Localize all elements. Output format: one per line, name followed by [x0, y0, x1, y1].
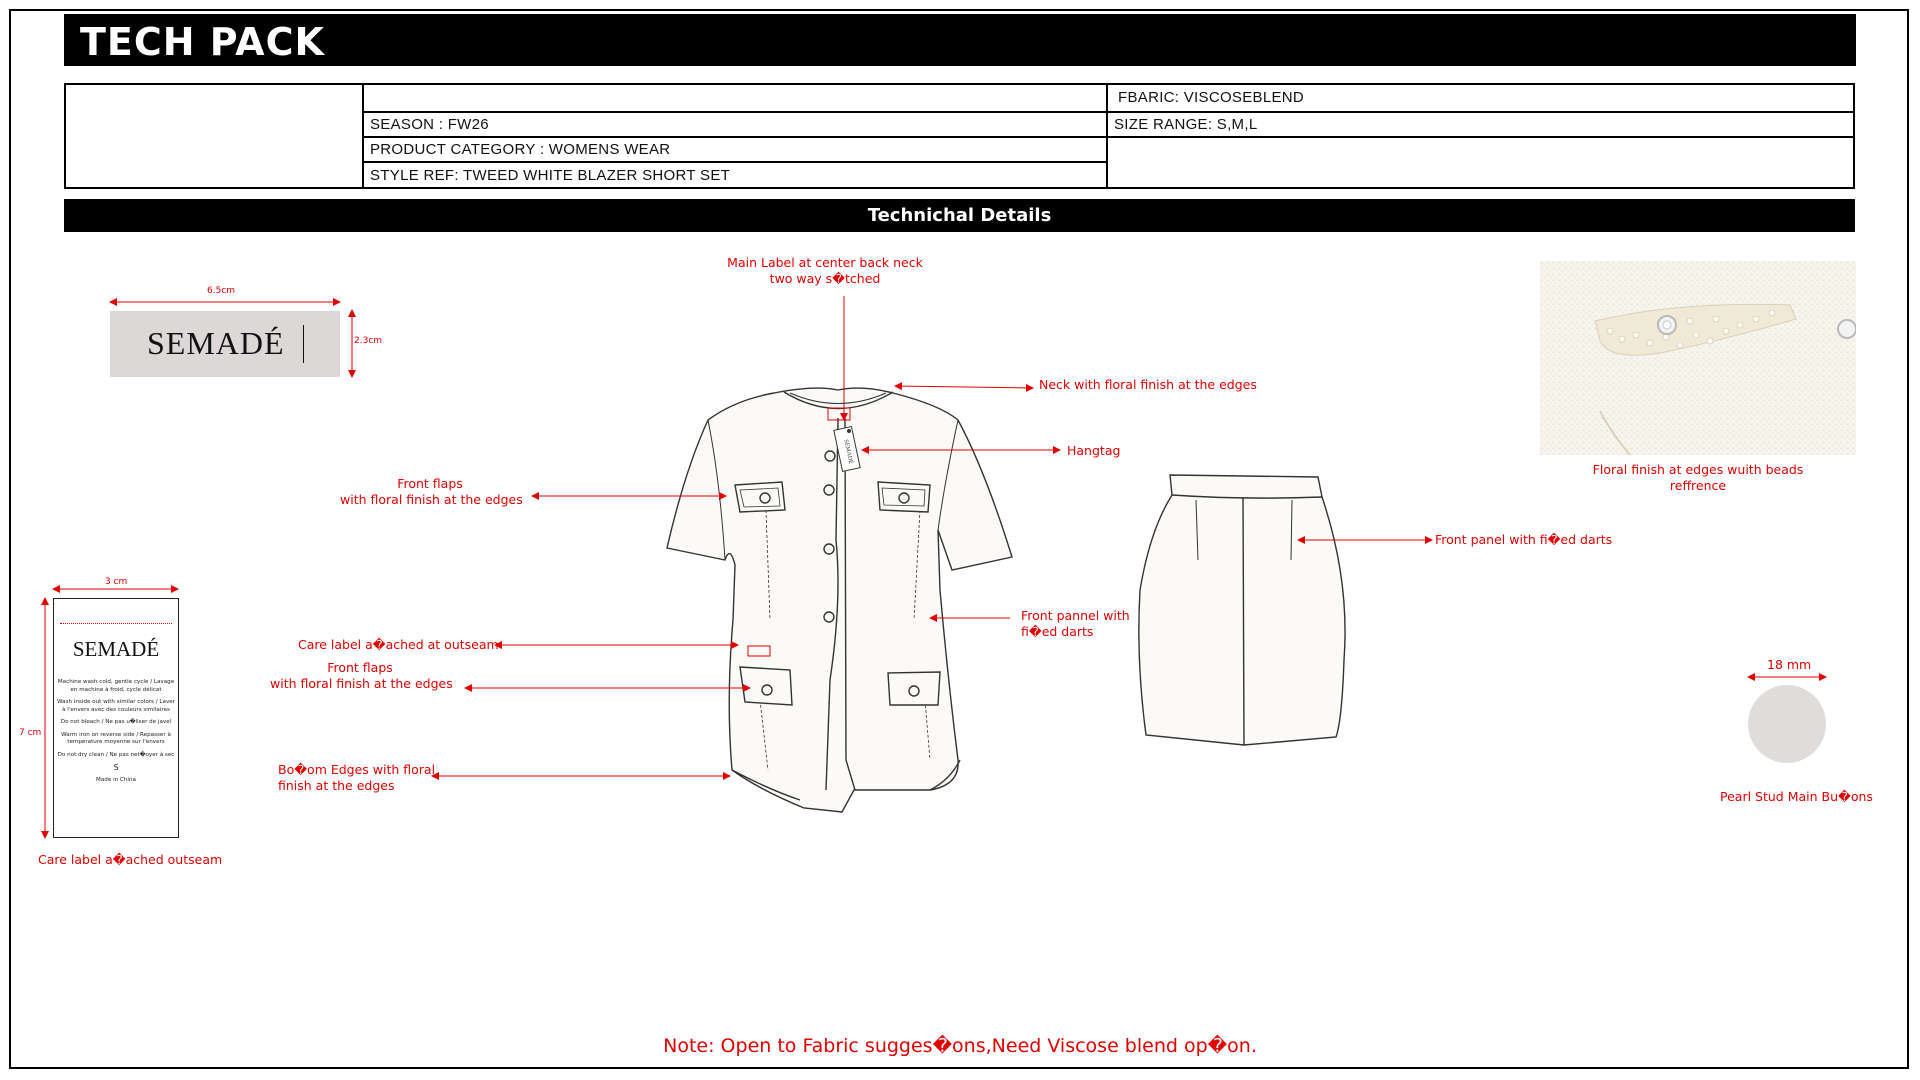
brand-label-text: SEMADÉ	[147, 325, 285, 361]
info-table: FBARIC: VISCOSEBLEND SEASON : FW26 SIZE …	[64, 83, 1855, 189]
care-label: SEMADÉ Machine wash cold, gentle cycle /…	[53, 598, 179, 838]
logo-cell	[64, 83, 364, 189]
swatch-illustration	[1540, 261, 1856, 455]
size-range-cell: SIZE RANGE: S,M,L	[1106, 110, 1855, 139]
swatch-caption-line: Floral finish at edges wuith beads	[1592, 462, 1804, 477]
callout-line: Front flaps	[397, 476, 463, 491]
season-cell: SEASON : FW26	[362, 110, 1108, 139]
fabric-swatch-image	[1540, 261, 1856, 455]
callout-line: Main Label at center back neck	[727, 255, 923, 270]
care-label-width: 3 cm	[105, 577, 128, 587]
front-flaps-bottom-callout: Front flaps with floral finish at the ed…	[270, 660, 453, 692]
care-instruction: Wash inside out with similar colors / La…	[56, 699, 176, 713]
brand-label-width: 6.5cm	[207, 286, 236, 296]
callout-line: Front pannel with	[1021, 608, 1130, 623]
pearl-button-swatch	[1748, 685, 1826, 763]
callout-line: finish at the edges	[278, 778, 395, 793]
button-size: 18 mm	[1767, 657, 1812, 672]
page-title: TECH PACK	[80, 20, 325, 64]
hangtag-icon: SEMADÉ	[833, 425, 861, 473]
style-ref-value: STYLE REF: TWEED WHITE BLAZER SHORT SET	[370, 166, 731, 184]
size-range-value: SIZE RANGE: S,M,L	[1114, 115, 1258, 133]
category-cell: PRODUCT CATEGORY : WOMENS WEAR	[362, 135, 1108, 164]
brand-label-height: 2.3cm	[354, 336, 383, 346]
footer-note: Note: Open to Fabric sugges�ons,Need Vis…	[663, 1035, 1257, 1057]
fabric-cell: FBARIC: VISCOSEBLEND	[1106, 83, 1855, 113]
care-label-dotted-line	[60, 623, 172, 624]
callout-line: two way s�tched	[769, 271, 881, 286]
care-label-height: 7 cm	[19, 728, 42, 738]
swatch-caption: Floral finish at edges wuith beads reffr…	[1590, 462, 1806, 494]
empty-cell	[1106, 136, 1855, 189]
care-instruction: Machine wash cold, gentle cycle / Lavage…	[57, 679, 175, 693]
callout-line: Front flaps	[327, 660, 393, 675]
blazer-sketch	[666, 387, 1013, 813]
care-label-brand: SEMADÉ	[72, 637, 160, 661]
brand-label: SEMADÉ	[110, 311, 340, 377]
swatch-caption-line: reffrence	[1669, 478, 1727, 493]
callout-arrows	[41, 296, 1827, 839]
front-flaps-top-callout: Front flaps with floral finish at the ed…	[340, 476, 523, 508]
callout-line: with floral finish at the edges	[270, 676, 453, 691]
front-pannel-callout: Front pannel with fi�ed darts	[1021, 608, 1130, 640]
skirt-panel-callout: Front panel with fi�ed darts	[1435, 532, 1613, 547]
care-instruction: Do not bleach / Ne pas u�liser de javel	[60, 719, 172, 725]
fabric-value: FBARIC: VISCOSEBLEND	[1118, 89, 1305, 107]
season-value: SEASON : FW26	[370, 115, 489, 133]
button-caption: Pearl Stud Main Bu�ons	[1720, 789, 1873, 804]
page-frame	[9, 9, 1909, 1069]
title-bar: TECH PACK	[64, 14, 1856, 66]
callout-line: Bo�om Edges with floral	[278, 762, 436, 777]
care-size: S	[113, 763, 119, 772]
callout-line: with floral finish at the edges	[340, 492, 523, 507]
brand-label-divider	[303, 325, 304, 363]
section-title: Technichal Details	[64, 199, 1855, 232]
care-instruction: Do not dry clean / Ne pas net�oyer à sec	[57, 751, 175, 758]
care-origin: Made in China	[96, 776, 136, 783]
care-label-callout: Care label a�ached at outseam	[298, 637, 499, 652]
callout-line: fi�ed darts	[1021, 624, 1094, 639]
care-label-text: Machine wash cold, gentle cycle / Lavage…	[56, 679, 176, 789]
main-label-callout: Main Label at center back neck two way s…	[725, 255, 925, 287]
care-label-caption: Care label a�ached outseam	[38, 852, 223, 867]
neck-callout: Neck with floral finish at the edges	[1039, 377, 1257, 392]
skirt-sketch	[1138, 474, 1346, 746]
style-ref-cell: STYLE REF: TWEED WHITE BLAZER SHORT SET	[362, 161, 1108, 189]
care-instruction: Warm iron on reverse side / Repasser à t…	[61, 731, 171, 746]
hangtag-callout: Hangtag	[1067, 443, 1121, 458]
category-value: PRODUCT CATEGORY : WOMENS WEAR	[370, 141, 671, 159]
bottom-edges-callout: Bo�om Edges with floral finish at the ed…	[278, 762, 435, 794]
